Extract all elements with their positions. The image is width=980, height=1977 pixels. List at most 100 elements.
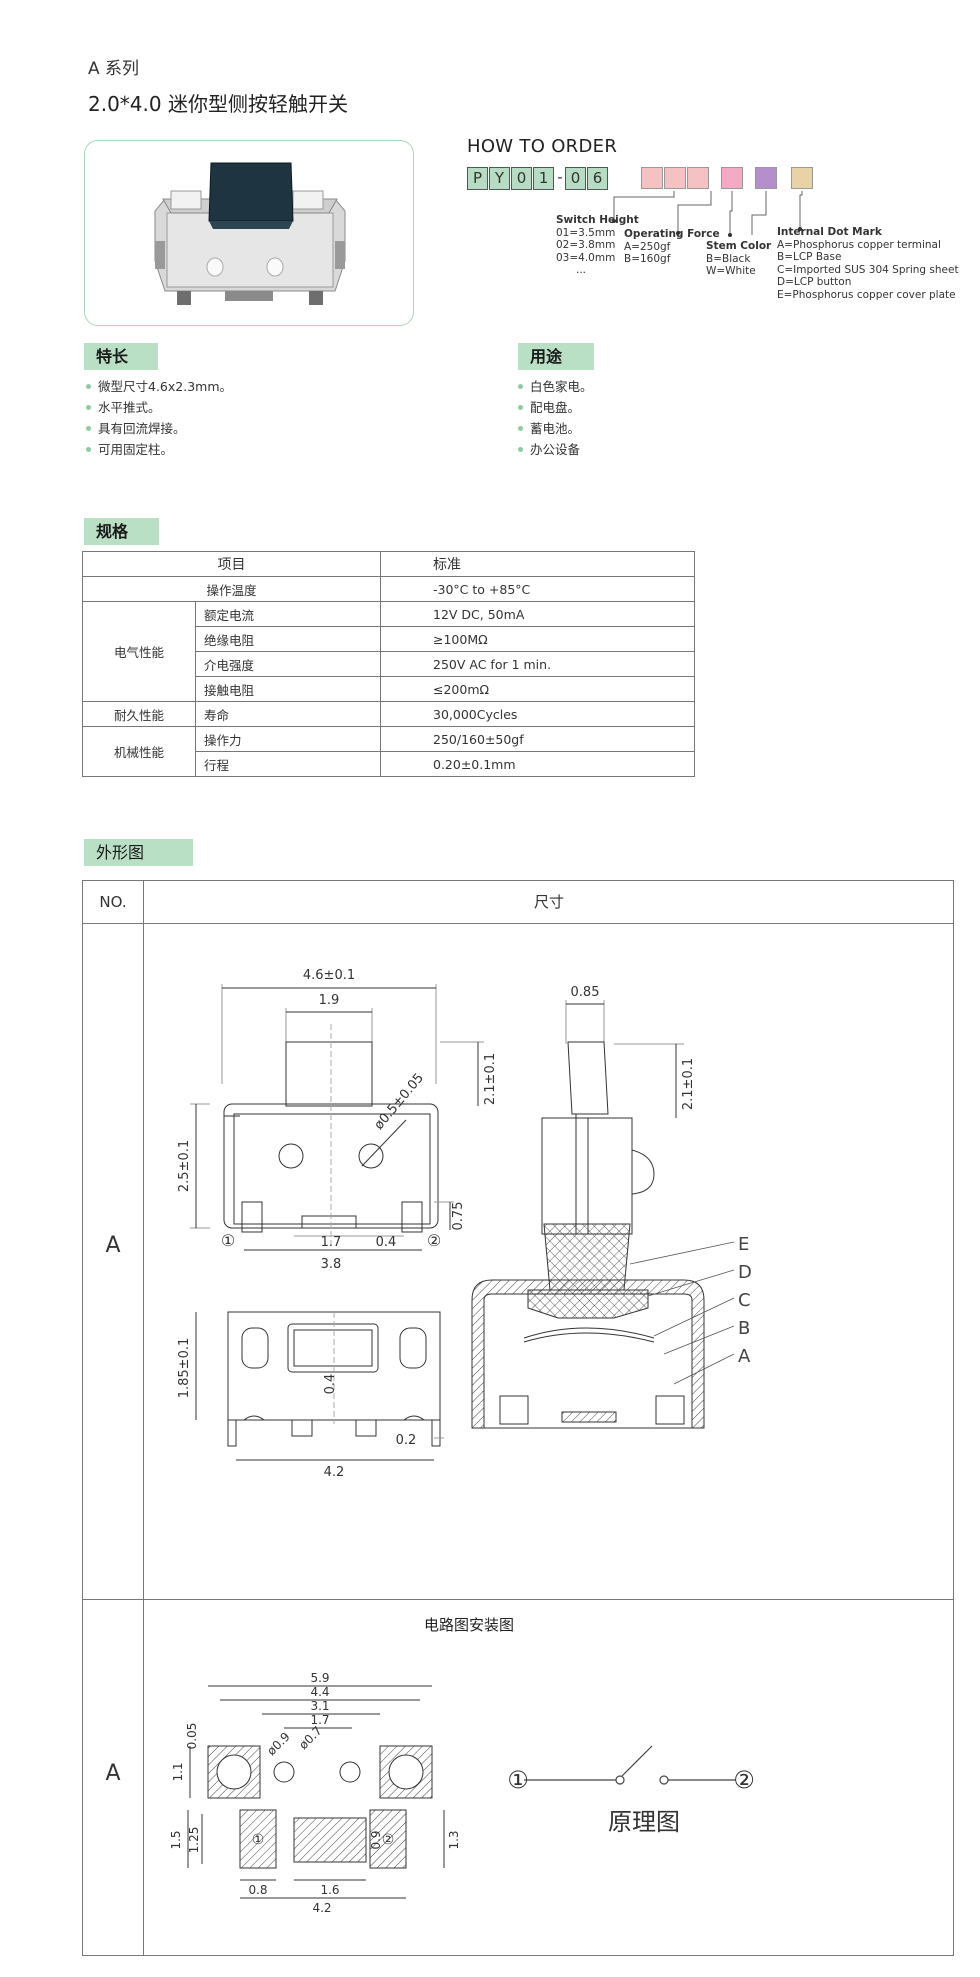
dim-label: 1.3 <box>447 1830 461 1849</box>
spec-value: 250/160±50gf <box>380 726 695 752</box>
table-row: 项目 标准 <box>82 551 695 577</box>
option-box-extra <box>791 167 813 189</box>
dim-label: ø0.5±0.05 <box>372 1071 428 1133</box>
dim-label: 0.85 <box>571 985 600 1000</box>
pin-label: ① <box>221 1231 235 1250</box>
dim-label: 1.9 <box>319 993 340 1008</box>
list-item: 具有回流焊接。 <box>86 418 232 439</box>
spec-tag: 规格 <box>84 518 159 545</box>
pin-label: ① <box>252 1832 265 1848</box>
dim-label: 1.1 <box>171 1762 185 1781</box>
pin-label: ② <box>427 1231 441 1250</box>
option-box-height-2 <box>664 167 686 189</box>
outline-head-size: 尺寸 <box>533 893 564 911</box>
dim-label: 0.75 <box>451 1202 466 1231</box>
internal-dot-options: Internal Dot Mark A=Phosphorus copper te… <box>777 226 959 301</box>
list-item: 配电盘。 <box>518 397 593 418</box>
code-dash: - <box>557 168 563 186</box>
spec-value: ≥100MΩ <box>380 626 695 652</box>
table-row: 行程 0.20±0.1mm <box>83 751 695 777</box>
option-box-height-1 <box>641 167 663 189</box>
dim-label: 1.7 <box>321 1235 342 1250</box>
spec-head-standard: 标准 <box>380 551 695 577</box>
spec-item: 额定电流 <box>195 601 381 627</box>
list-item: 水平推式。 <box>86 397 232 418</box>
usage-list: 白色家电。 配电盘。 蓄电池。 办公设备 <box>518 376 593 460</box>
option-box-force <box>687 167 709 189</box>
part-letter: A <box>738 1346 751 1367</box>
spec-item: 操作力 <box>195 726 381 752</box>
row-label: A <box>105 1233 121 1258</box>
spec-head-item: 项目 <box>82 551 381 577</box>
list-item: 可用固定柱。 <box>86 439 232 460</box>
spec-value: ≤200mΩ <box>380 676 695 702</box>
dim-label: 4.4 <box>310 1685 329 1699</box>
table-row: 操作温度 -30°C to +85°C <box>82 576 695 602</box>
code-char: Y <box>489 167 510 190</box>
list-item: 白色家电。 <box>518 376 593 397</box>
dim-label: 2.5±0.1 <box>177 1140 192 1192</box>
code-char: P <box>467 167 488 190</box>
spec-value: -30°C to +85°C <box>380 576 695 602</box>
dim-label: 0.4 <box>323 1374 338 1395</box>
code-char: 0 <box>565 167 586 190</box>
dim-label: 0.9 <box>369 1830 383 1849</box>
dim-label: 1.5 <box>169 1830 183 1849</box>
product-render-image <box>154 162 346 305</box>
code-char: 0 <box>511 167 532 190</box>
spec-item: 介电强度 <box>195 651 381 677</box>
spec-value: 250V AC for 1 min. <box>380 651 695 677</box>
dim-label: 2.1±0.1 <box>483 1053 498 1105</box>
order-code: P Y 0 1 - 0 6 <box>467 167 609 190</box>
row-label: A <box>105 1761 121 1786</box>
dim-label: 4.6±0.1 <box>303 968 355 983</box>
part-letter: B <box>738 1318 750 1339</box>
spec-item: 绝缘电阻 <box>195 626 381 652</box>
dim-label: 3.8 <box>321 1257 342 1272</box>
features-tag: 特长 <box>84 343 158 370</box>
spec-category: 电气性能 <box>82 601 196 702</box>
switch-height-options: Switch Height 01=3.5mm 02=3.8mm 03=4.0mm… <box>556 214 639 276</box>
table-row: 介电强度 250V AC for 1 min. <box>83 651 695 677</box>
list-item: 蓄电池。 <box>518 418 593 439</box>
option-box-stem-color <box>721 167 743 189</box>
spec-table: 项目 标准 操作温度 -30°C to +85°C 电气性能 额定电流 12V … <box>82 551 695 777</box>
order-connector-lines <box>612 191 803 237</box>
code-char: 6 <box>587 167 608 190</box>
outline-head-no: NO. <box>99 893 127 911</box>
spec-item: 行程 <box>195 751 381 777</box>
dim-label: 0.05 <box>185 1723 199 1750</box>
product-title: 2.0*4.0 迷你型侧按轻触开关 <box>88 92 348 116</box>
spec-item: 操作温度 <box>82 576 381 602</box>
dim-label: 1.85±0.1 <box>177 1338 192 1399</box>
schematic-symbol <box>524 1745 736 1785</box>
dim-label: 0.8 <box>248 1883 267 1897</box>
table-row: 绝缘电阻 ≥100MΩ <box>83 626 695 652</box>
spec-value: 0.20±0.1mm <box>380 751 695 777</box>
list-item: 办公设备 <box>518 439 593 460</box>
pcb-title: 电路图安装图 <box>424 1616 514 1634</box>
spec-category: 耐久性能 <box>82 701 196 727</box>
pcb-layout-drawing: 电路图安装图 5.9 4.4 3.1 1. <box>169 1616 755 1915</box>
outline-table: NO. 尺寸 A A <box>82 880 954 1956</box>
spec-item: 接触电阻 <box>195 676 381 702</box>
usage-tag: 用途 <box>518 343 594 370</box>
outline-drawing: 4.6±0.1 1.9 2.1±0.1 ø0.5±0.05 2.5±0.1 0.… <box>177 968 752 1480</box>
spec-value: 30,000Cycles <box>380 701 695 727</box>
part-letter: D <box>738 1262 752 1283</box>
dim-label: ø0.9 <box>264 1730 293 1759</box>
schematic-pin: ① <box>507 1766 529 1794</box>
features-list: 微型尺寸4.6x2.3mm。 水平推式。 具有回流焊接。 可用固定柱。 <box>86 376 232 460</box>
schematic-pin: ② <box>733 1766 755 1794</box>
table-row: 机械性能 操作力 250/160±50gf <box>82 726 695 777</box>
dim-label: 4.2 <box>312 1901 331 1915</box>
part-letter: E <box>738 1234 749 1255</box>
schematic-title: 原理图 <box>608 1808 680 1836</box>
spec-category: 机械性能 <box>82 726 196 777</box>
dim-label: 3.1 <box>310 1699 329 1713</box>
series-label: A 系列 <box>88 59 140 79</box>
option-box-dot-mark <box>755 167 777 189</box>
product-image-frame <box>84 140 414 326</box>
table-row: 耐久性能 寿命 30,000Cycles <box>82 701 695 727</box>
dim-label: 1.7 <box>310 1713 329 1727</box>
